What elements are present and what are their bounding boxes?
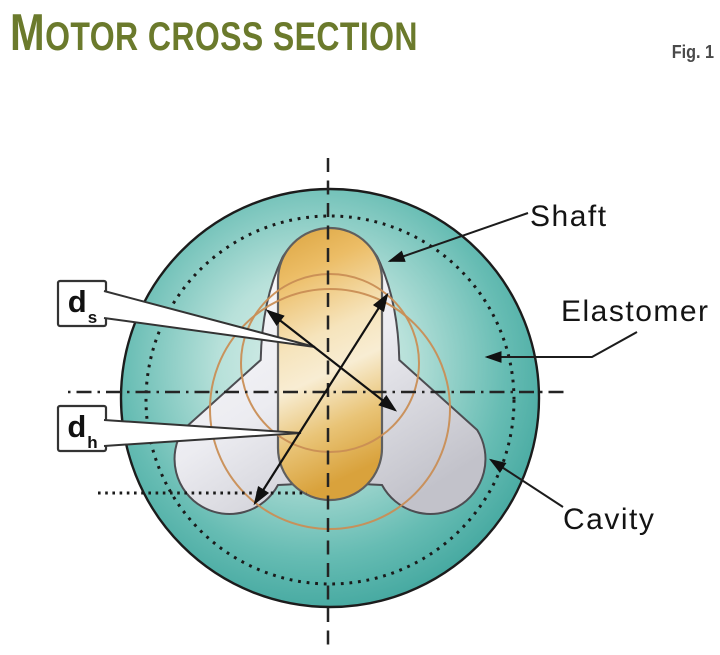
page-title: Motor cross section xyxy=(10,7,418,60)
ds-subscript: s xyxy=(87,308,98,328)
housing-reference-circle-large xyxy=(209,288,451,530)
shaft-leader-arrow xyxy=(387,212,529,262)
elastomer-leader-arrow xyxy=(484,331,638,363)
ds-base: d xyxy=(67,284,87,319)
ds-dimension-arrow xyxy=(265,309,398,412)
stator-dotted-circle xyxy=(144,214,516,586)
dh-dimension-label: dh xyxy=(58,406,106,451)
label-cavity: Cavity xyxy=(563,503,656,536)
label-shaft: Shaft xyxy=(530,200,608,233)
shaft-capsule xyxy=(276,226,384,502)
dh-subscript: h xyxy=(87,433,98,453)
figure-number-label: Fig. 1 xyxy=(671,42,714,62)
page-title-rest: otor cross section xyxy=(45,15,418,59)
dh-base: d xyxy=(67,409,87,444)
page-title-initial: M xyxy=(10,4,46,62)
cavity-leader-arrow xyxy=(489,458,564,508)
ds-dimension-label: ds xyxy=(58,281,106,326)
label-elastomer: Elastomer xyxy=(561,295,710,328)
